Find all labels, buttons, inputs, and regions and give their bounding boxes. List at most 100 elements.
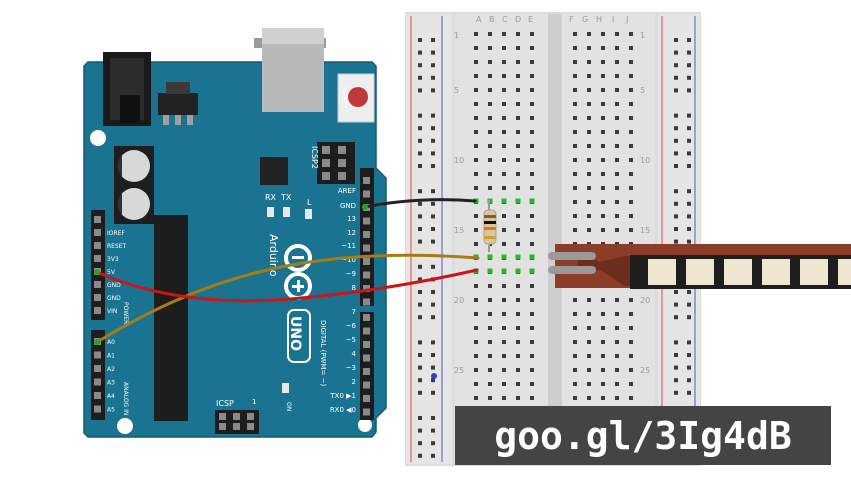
row-number-left-25: 25 <box>454 366 464 375</box>
breadboard-hole <box>601 32 605 36</box>
breadboard-hole <box>601 382 605 386</box>
header-pin <box>94 255 101 262</box>
breadboard-hole <box>615 200 619 204</box>
analog-pin-label: A1 <box>107 353 115 360</box>
breadboard-hole <box>601 200 605 204</box>
breadboard-hole <box>530 144 534 148</box>
breadboard-hole <box>530 46 534 50</box>
rail-hole <box>431 88 435 93</box>
breadboard-hole <box>474 340 478 344</box>
breadboard-hole <box>573 32 577 36</box>
breadboard-hole <box>615 116 619 120</box>
breadboard-hole <box>587 368 591 372</box>
rail-hole <box>674 239 678 244</box>
breadboard-hole <box>530 354 534 358</box>
connected-hole <box>487 268 493 274</box>
l-label: L <box>307 198 312 207</box>
breadboard-hole <box>474 32 478 36</box>
digital-pin-label: ~6 <box>346 322 357 330</box>
breadboard-hole <box>615 326 619 330</box>
rail-hole <box>431 151 435 156</box>
rail-hole <box>687 75 691 80</box>
rail-hole <box>418 113 422 118</box>
breadboard-hole <box>615 312 619 316</box>
rail-hole <box>674 189 678 194</box>
breadboard-hole <box>573 158 577 162</box>
rail-hole <box>674 353 678 357</box>
rail-hole <box>687 88 691 93</box>
breadboard-hole <box>629 74 633 78</box>
rail-hole <box>418 390 422 395</box>
breadboard-hole <box>587 298 591 302</box>
breadboard-hole <box>629 158 633 162</box>
rail-hole <box>431 38 435 42</box>
wire-gnd <box>363 198 477 209</box>
header-pin <box>94 281 101 288</box>
rail-hole <box>418 353 422 357</box>
breadboard-hole <box>502 60 506 64</box>
breadboard-hole <box>615 158 619 162</box>
breadboard-hole <box>530 340 534 344</box>
breadboard-hole <box>587 326 591 330</box>
breadboard-hole <box>502 144 506 148</box>
rail-hole <box>687 353 691 357</box>
flex-sensor-segment <box>648 259 676 285</box>
rail-hole <box>418 365 422 370</box>
breadboard-hole <box>488 60 492 64</box>
rail-hole <box>418 50 422 55</box>
rail-hole <box>687 201 691 206</box>
icsp-label: ICSP <box>216 399 234 408</box>
breadboard-hole <box>516 214 520 218</box>
breadboard-hole <box>601 396 605 400</box>
rail-hole <box>674 63 678 68</box>
digital-pin-label: 7 <box>352 308 356 316</box>
connected-hole <box>529 198 535 204</box>
breadboard-hole <box>516 102 520 106</box>
breadboard-hole <box>615 382 619 386</box>
rail-hole <box>418 214 422 219</box>
digital-pin-label: ~10 <box>341 256 356 264</box>
breadboard-hole <box>474 326 478 330</box>
on-label: ON <box>285 402 292 411</box>
connected-hole <box>515 254 521 260</box>
breadboard-hole <box>615 130 619 134</box>
breadboard-hole <box>601 60 605 64</box>
breadboard-hole <box>502 88 506 92</box>
rail-hole <box>674 302 678 307</box>
on-led <box>282 383 289 393</box>
power-pin-label: 3V3 <box>107 256 119 263</box>
breadboard-hole <box>502 312 506 316</box>
header-pin <box>363 298 370 306</box>
analog-pin-label: A3 <box>107 380 115 387</box>
rail-hole <box>431 138 435 143</box>
rail-hole <box>674 164 678 168</box>
rail-hole <box>687 126 691 131</box>
breadboard-hole <box>502 46 506 50</box>
power-pin-label: RESET <box>107 243 127 250</box>
header-pin <box>363 244 370 252</box>
breadboard-hole <box>629 382 633 386</box>
resistor <box>483 200 497 252</box>
breadboard-hole <box>629 298 633 302</box>
rail-hole <box>431 227 435 231</box>
column-letter-h: H <box>596 15 602 24</box>
breadboard-hole <box>615 340 619 344</box>
rail-hole <box>418 151 422 156</box>
power-pin-label: GND <box>107 282 121 289</box>
analog-pin-label: A2 <box>107 366 115 373</box>
rail-hole <box>674 390 678 395</box>
rail-hole <box>431 189 435 194</box>
breadboard-hole <box>488 354 492 358</box>
breadboard-hole <box>488 368 492 372</box>
digital-pin-label: TX0 ▶1 <box>329 392 356 400</box>
breadboard-hole <box>488 46 492 50</box>
row-number-left-5: 5 <box>454 86 459 95</box>
breadboard-hole <box>615 74 619 78</box>
breadboard-hole <box>488 32 492 36</box>
breadboard-hole <box>516 312 520 316</box>
header-pin <box>363 354 370 362</box>
breadboard-hole <box>530 396 534 400</box>
analog-pin-label: A4 <box>107 393 115 400</box>
rail-hole <box>431 126 435 131</box>
breadboard-hole <box>629 46 633 50</box>
